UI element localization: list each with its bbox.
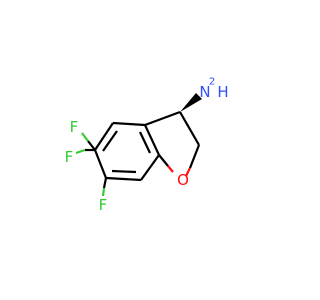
bond-c7-c7a: [140, 154, 160, 181]
bond-c5-c6: [93, 149, 108, 179]
bond-c4-c5-inner: [102, 130, 118, 152]
atom-h-count: 2: [209, 77, 215, 88]
bond-c3a-c4: [112, 121, 146, 127]
bond-c3a-c3: [144, 110, 181, 127]
atom-f5-label: F: [70, 118, 79, 136]
bond-c7a-c3a-inner: [139, 131, 151, 154]
bond-c7-f7-black: [102, 177, 108, 189]
wedge-bond-c3-n: [180, 93, 202, 112]
atom-h-label: H: [217, 83, 228, 101]
bond-c4-c5: [94, 122, 114, 151]
bond-c6-c7-inner: [111, 169, 137, 174]
bond-o1-c7a-red: [167, 165, 174, 173]
bond-c7-f7: [101, 187, 106, 197]
bond-c7a-c3a: [144, 124, 160, 156]
bond-c2-o1: [188, 144, 201, 169]
bond-c6-c7: [105, 176, 142, 182]
atom-n-label: N: [199, 83, 210, 101]
molecule-canvas: N H 2 O F F F: [65, 77, 229, 215]
atom-f6-label: F: [65, 148, 74, 166]
bond-o1-c2-red: [185, 167, 191, 177]
atom-f7-label: F: [99, 196, 108, 214]
structure-diagram: N H 2 O F F F: [65, 77, 229, 215]
bond-o1-c7a: [158, 154, 169, 167]
bond-c6-f6: [75, 148, 86, 155]
bond-c3-c2: [179, 111, 200, 146]
bond-c5-f5-black: [87, 140, 96, 151]
bond-c5-f5: [81, 132, 89, 142]
atom-o-label: O: [177, 171, 189, 189]
